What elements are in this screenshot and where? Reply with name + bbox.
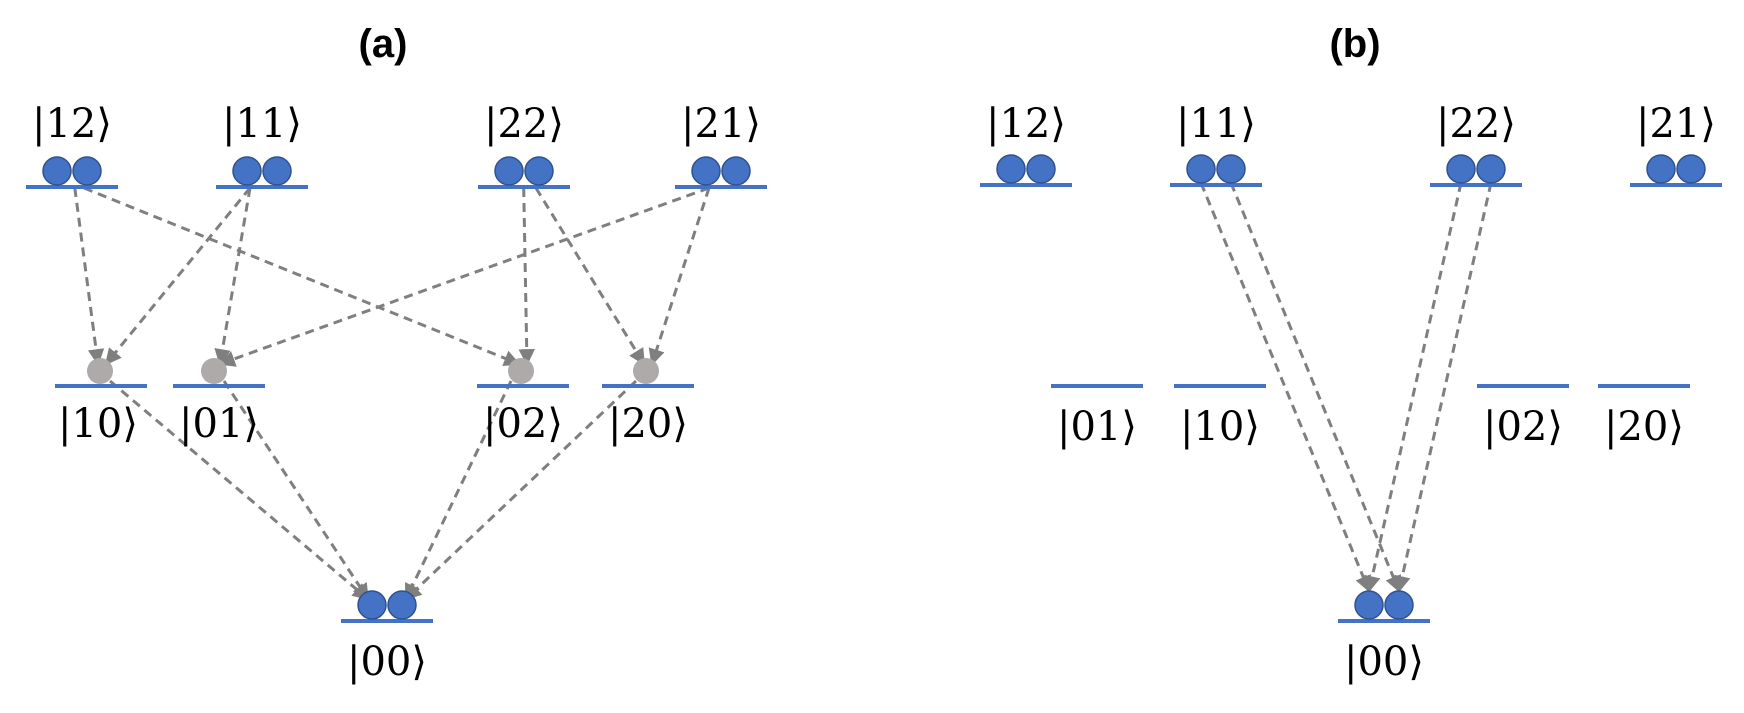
particle <box>72 156 102 186</box>
level-01: |01⟩ <box>1051 384 1143 450</box>
level-10: |10⟩ <box>1174 384 1266 450</box>
particle <box>42 156 72 186</box>
particle <box>1384 590 1414 620</box>
panel-b: (b) |12⟩ |11⟩ |22⟩ |21⟩ |01⟩ |10⟩ |02⟩ |20⟩ |00⟩ <box>980 22 1722 685</box>
virtual-particle <box>508 358 534 384</box>
transition-arrow-12-to-10 <box>73 187 105 366</box>
particle <box>387 590 417 620</box>
virtual-particle <box>201 358 227 384</box>
transition-arrow-02-to-00 <box>404 380 513 601</box>
level-20: |20⟩ <box>1598 384 1690 450</box>
particle <box>1646 154 1676 184</box>
level-01: |01⟩ <box>173 358 265 447</box>
level-label-22: |22⟩ <box>1436 101 1516 147</box>
transition-arrow-11-to-00 <box>1229 182 1401 593</box>
level-22: |22⟩ <box>478 101 570 189</box>
level-11: |11⟩ <box>1170 101 1262 187</box>
particle <box>1476 154 1506 184</box>
particle <box>1216 154 1246 184</box>
particle <box>494 156 524 186</box>
particle <box>691 156 721 186</box>
particle <box>262 156 292 186</box>
level-label-01: |01⟩ <box>179 401 259 447</box>
level-label-01: |01⟩ <box>1057 404 1137 450</box>
transition-arrow-22-to-02 <box>518 187 535 366</box>
particle <box>1026 154 1056 184</box>
level-label-00: |00⟩ <box>347 639 427 685</box>
transition-arrow-01-to-00 <box>222 380 370 601</box>
transition-arrow-11-to-00 <box>1199 182 1371 593</box>
particle <box>1446 154 1476 184</box>
transition-arrow-11-to-01 <box>214 187 252 366</box>
level-11: |11⟩ <box>216 101 308 189</box>
particle <box>357 590 387 620</box>
level-00: |00⟩ <box>341 590 433 685</box>
transition-arrow-20-to-00 <box>404 379 638 601</box>
panel-a: (a) |12⟩ |11⟩ |22⟩ |21⟩ |10⟩ |01⟩ |02⟩ |20⟩ |00⟩ <box>26 22 767 685</box>
level-label-21: |21⟩ <box>681 101 761 147</box>
particle <box>524 156 554 186</box>
level-label-00: |00⟩ <box>1344 639 1424 685</box>
particle <box>721 156 751 186</box>
panel-a-levels: |12⟩ |11⟩ |22⟩ |21⟩ |10⟩ |01⟩ |02⟩ |20⟩ |00⟩ <box>26 101 767 685</box>
panel-b-title: (b) <box>1329 22 1380 66</box>
level-02: |02⟩ <box>1477 384 1569 450</box>
level-20: |20⟩ <box>602 358 694 447</box>
level-12: |12⟩ <box>980 101 1072 187</box>
particle <box>996 154 1026 184</box>
level-label-10: |10⟩ <box>58 401 138 447</box>
level-label-11: |11⟩ <box>222 101 302 147</box>
transition-arrow-21-to-01 <box>218 186 710 367</box>
level-label-11: |11⟩ <box>1176 101 1256 147</box>
level-label-12: |12⟩ <box>32 101 112 147</box>
level-02: |02⟩ <box>477 358 569 447</box>
level-21: |21⟩ <box>675 101 767 189</box>
level-label-20: |20⟩ <box>1604 404 1684 450</box>
level-label-12: |12⟩ <box>986 101 1066 147</box>
panel-a-transitions <box>73 186 711 601</box>
panel-b-transitions <box>1199 182 1493 593</box>
level-label-22: |22⟩ <box>484 101 564 147</box>
transition-arrow-22-to-00 <box>1394 182 1493 593</box>
particle <box>232 156 262 186</box>
level-label-20: |20⟩ <box>608 401 688 447</box>
level-21: |21⟩ <box>1630 101 1722 187</box>
level-label-02: |02⟩ <box>1483 404 1563 450</box>
level-label-02: |02⟩ <box>483 401 563 447</box>
particle <box>1354 590 1384 620</box>
transition-arrow-22-to-20 <box>534 187 646 366</box>
transition-arrow-11-to-10 <box>104 187 252 366</box>
level-label-21: |21⟩ <box>1636 101 1716 147</box>
virtual-particle <box>87 358 113 384</box>
panel-a-title: (a) <box>359 22 408 66</box>
transition-arrow-10-to-00 <box>109 379 370 601</box>
level-22: |22⟩ <box>1430 101 1522 187</box>
particle <box>1186 154 1216 184</box>
level-12: |12⟩ <box>26 101 118 189</box>
transition-arrow-22-to-00 <box>1364 182 1463 593</box>
level-00: |00⟩ <box>1338 590 1430 685</box>
transition-arrow-12-to-02 <box>83 186 521 367</box>
virtual-particle <box>633 358 659 384</box>
level-label-10: |10⟩ <box>1180 404 1260 450</box>
panel-b-levels: |12⟩ |11⟩ |22⟩ |21⟩ |01⟩ |10⟩ |02⟩ |20⟩ |00⟩ <box>980 101 1722 685</box>
level-10: |10⟩ <box>55 358 147 447</box>
particle <box>1676 154 1706 184</box>
transition-arrow-21-to-20 <box>648 187 711 366</box>
